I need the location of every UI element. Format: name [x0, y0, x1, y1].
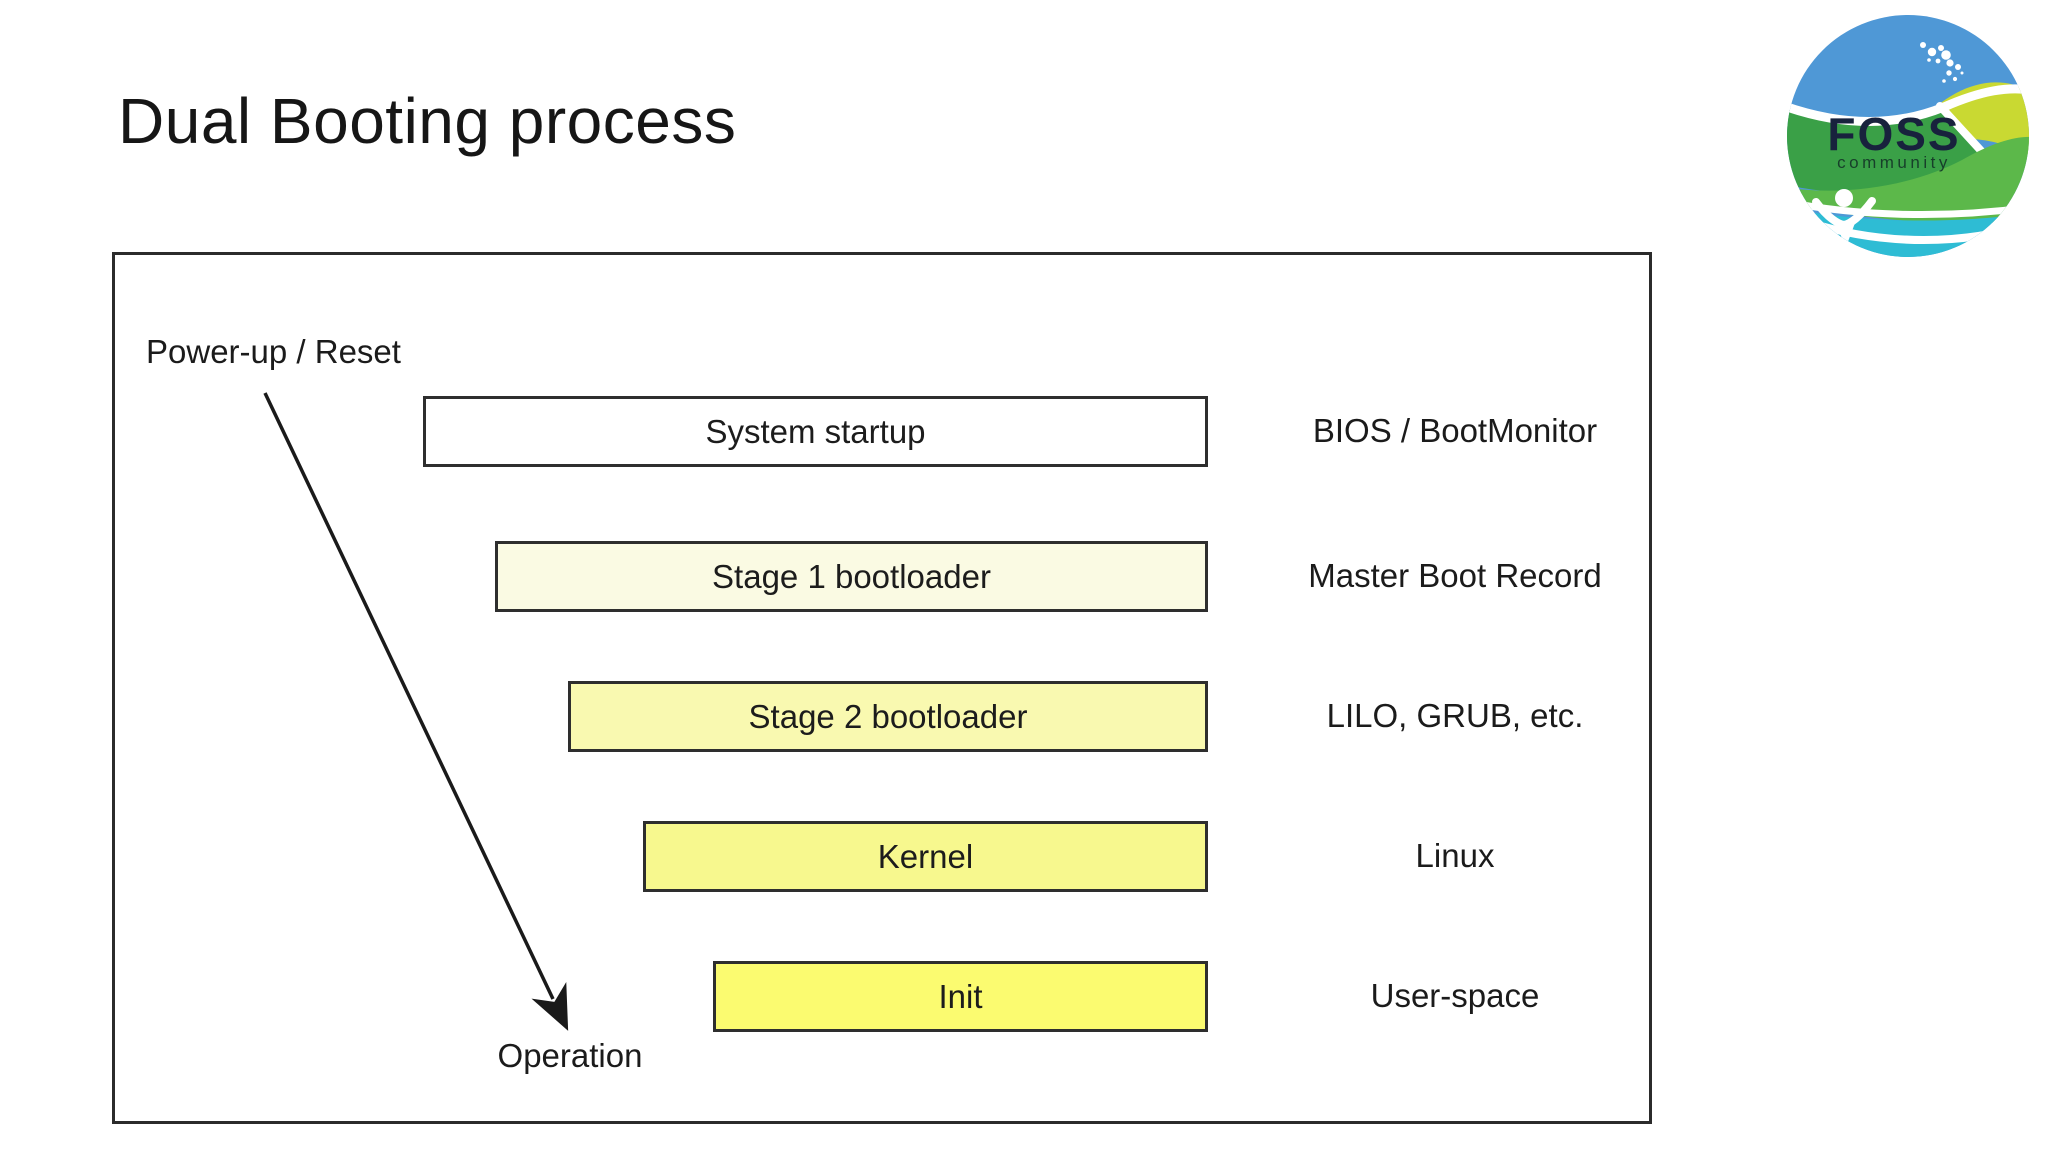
network-dots-icon: [1920, 42, 1964, 83]
stage-label: Init: [938, 977, 983, 1015]
page-title: Dual Booting process: [118, 85, 737, 157]
person-icon: [1812, 189, 1876, 247]
stage-label: Stage 2 bootloader: [748, 697, 1028, 735]
stage-label: System startup: [705, 412, 926, 450]
power-up-reset-label: Power-up / Reset: [146, 333, 401, 370]
annotation-lilo-grub: LILO, GRUB, etc.: [1326, 697, 1584, 734]
annotation-master-boot-record: Master Boot Record: [1308, 557, 1602, 594]
foss-community-logo: FOSS community: [1787, 15, 2029, 257]
stage-box-system-startup: System startup: [423, 396, 1208, 467]
annotation-bios-bootmonitor: BIOS / BootMonitor: [1312, 412, 1598, 449]
logo-text-community: community: [1837, 153, 1951, 172]
stage-label: Kernel: [877, 837, 974, 875]
annotation-user-space: User-space: [1370, 977, 1540, 1014]
logo-text-foss: FOSS: [1827, 108, 1960, 160]
stage-box-kernel: Kernel: [643, 821, 1208, 892]
stage-box-stage2-bootloader: Stage 2 bootloader: [568, 681, 1208, 752]
logo-globe: FOSS community: [1787, 15, 2029, 257]
stage-label: Stage 1 bootloader: [712, 557, 991, 595]
annotation-linux: Linux: [1415, 837, 1495, 874]
boot-process-diagram: Power-up / Reset System startup Stage 1 …: [112, 252, 1652, 1124]
stage-box-init: Init: [713, 961, 1208, 1032]
stage-box-stage1-bootloader: Stage 1 bootloader: [495, 541, 1208, 612]
operation-label: Operation: [497, 1037, 643, 1074]
